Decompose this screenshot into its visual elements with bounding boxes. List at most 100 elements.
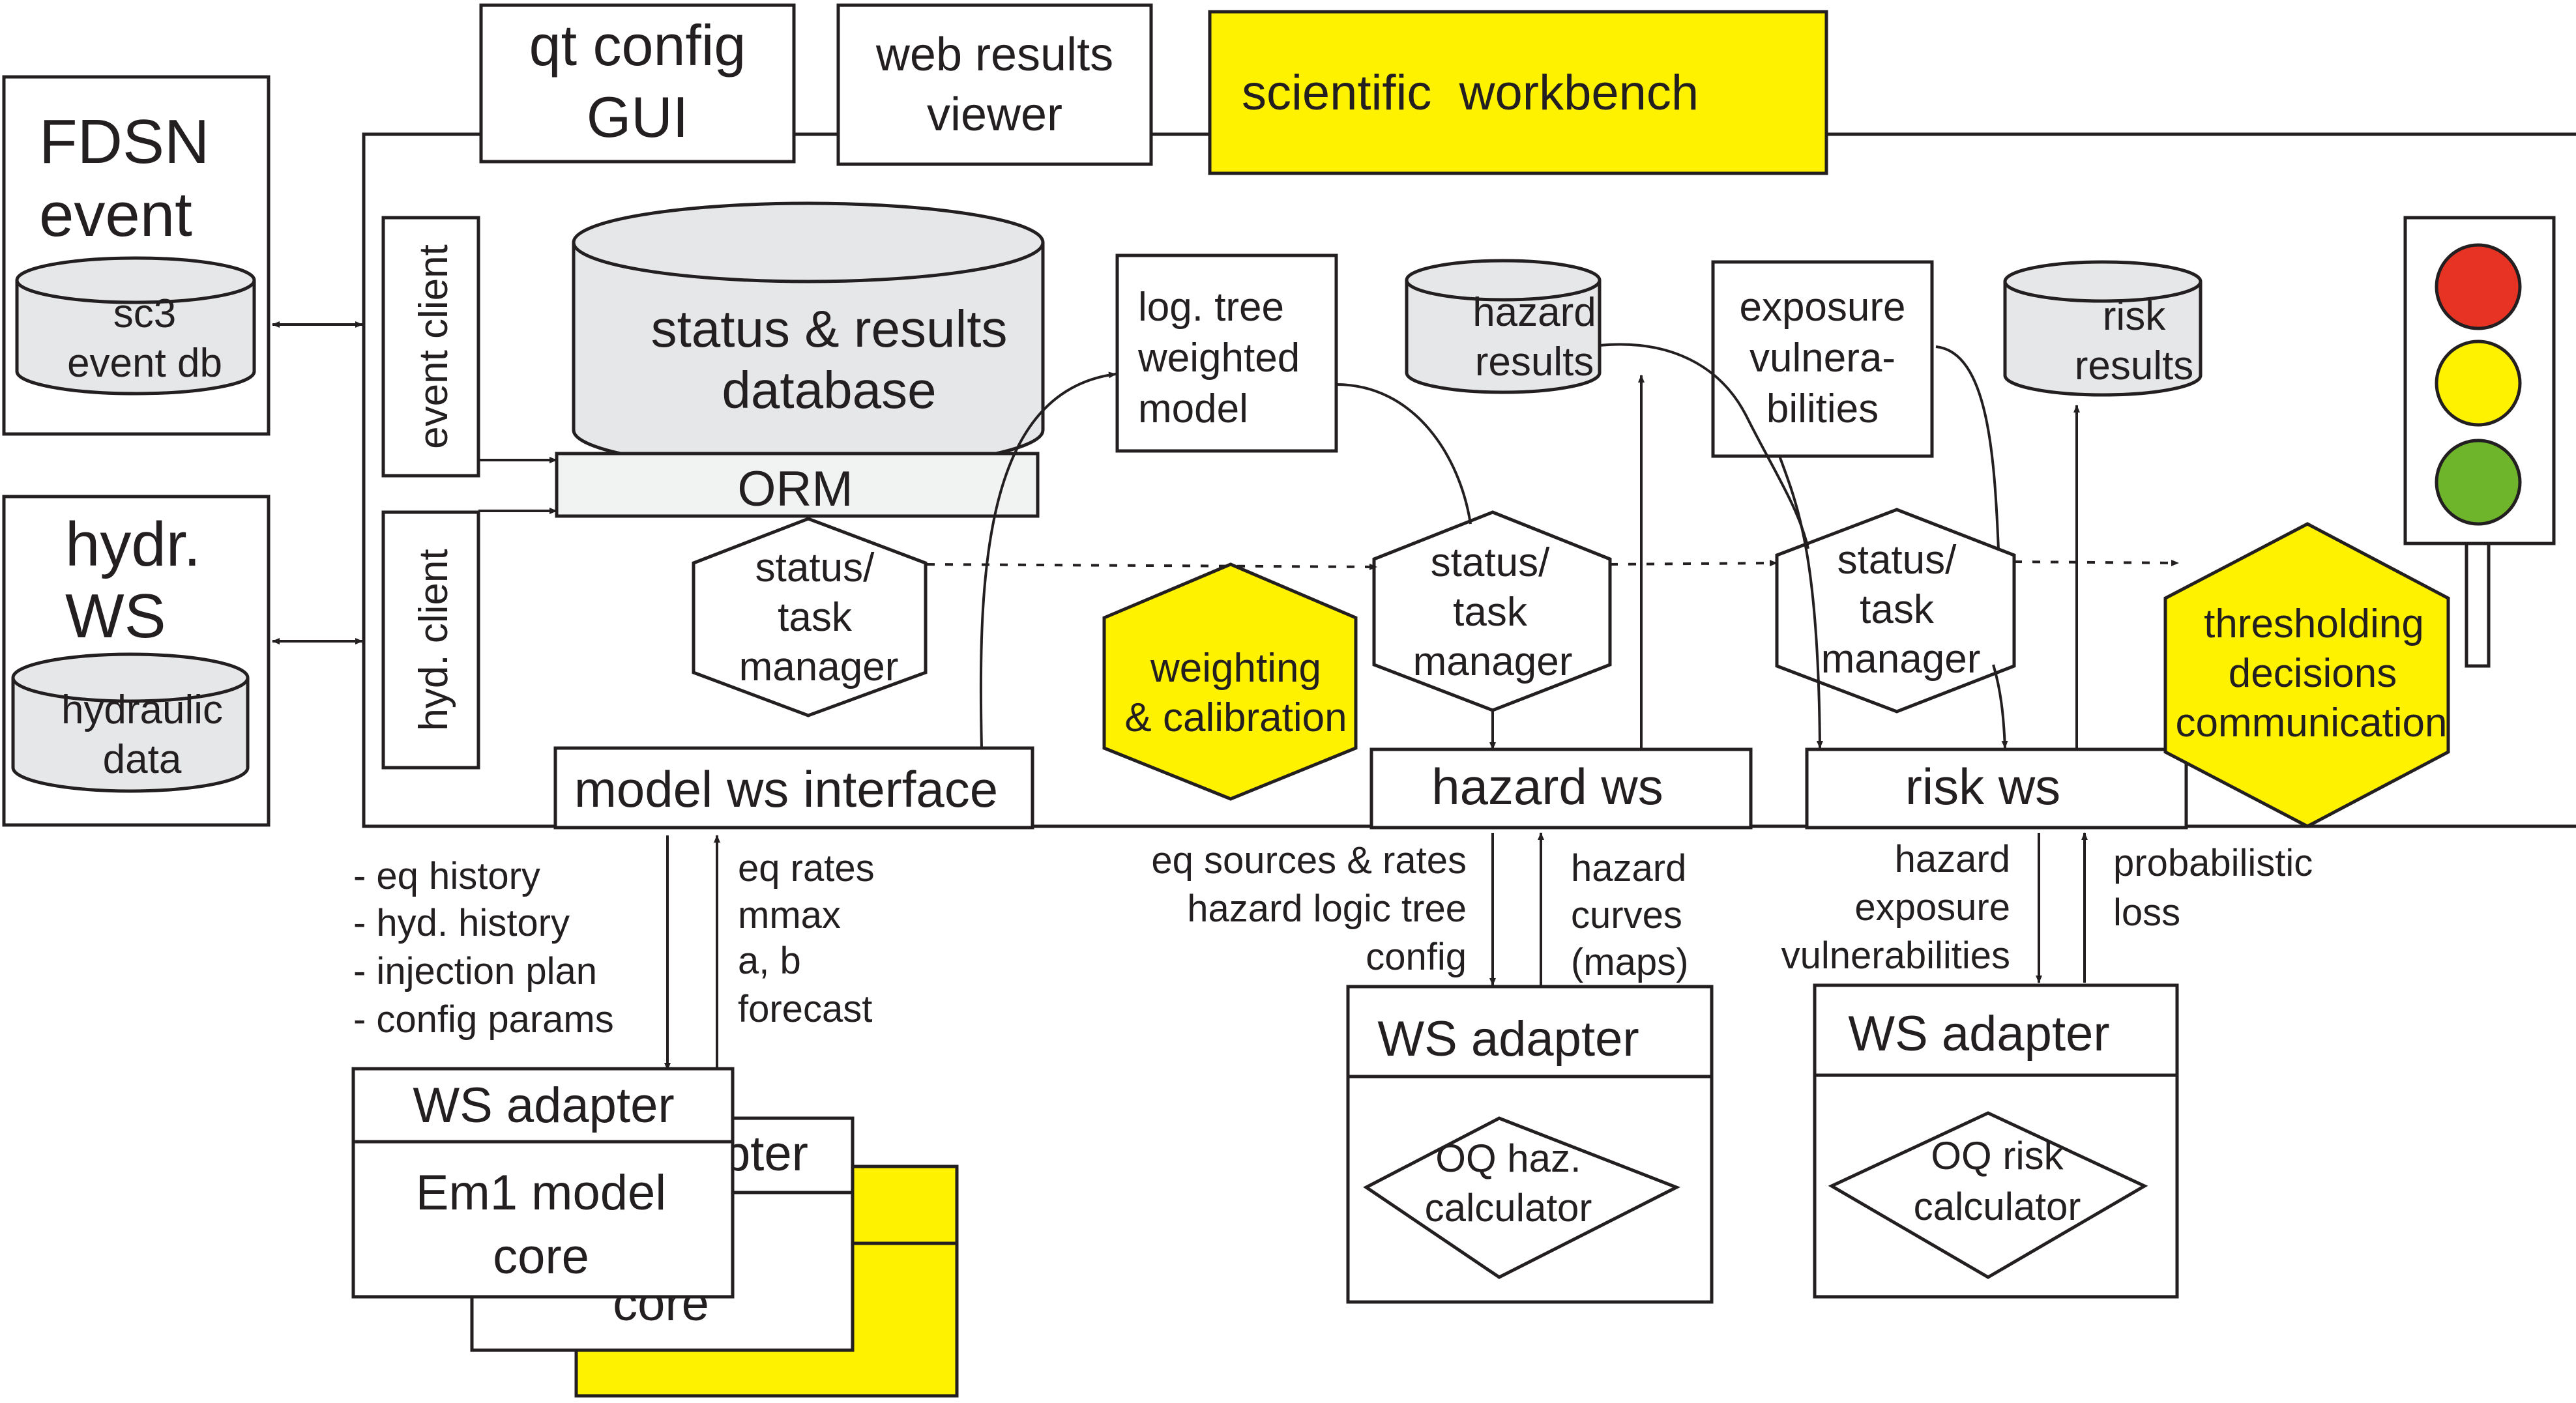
em1-core-label-2: core (493, 1229, 589, 1284)
scientific-workbench-box: scientific workbench (1208, 10, 1828, 175)
hazard-results-label-2: results (1475, 340, 1594, 384)
hazard-out-item-2: hazard logic tree (1187, 888, 1467, 930)
hazard-input-list: hazard curves (maps) (1571, 847, 1688, 983)
oq-haz-label-1: OQ haz. (1435, 1136, 1581, 1180)
ws-adapter-hazard: WS adapter OQ haz. calculator (1346, 985, 1714, 1304)
risk-in-item-2: loss (2113, 891, 2180, 934)
hazard-in-item-3: (maps) (1571, 941, 1688, 983)
hazard-out-item-1: eq sources & rates (1151, 839, 1467, 882)
log-tree-weighted-model-box: log. tree weighted model (1115, 253, 1338, 453)
ws-adapter-em1: WS adapter Em1 model core (351, 1067, 735, 1299)
hazard-results-label-1: hazard (1472, 290, 1596, 335)
hydws-label-1: hydr. (65, 510, 201, 579)
status-task-manager-2: status/ task manager (1372, 510, 1612, 712)
weighting-calibration-hexagon: weighting & calibration (1102, 562, 1358, 801)
risk-results-label-2: results (2075, 343, 2194, 388)
exposure-vulnerabilities-box: exposure vulnera- bilities (1711, 260, 1934, 458)
oq-risk-calculator-diamond: OQ risk calculator (1828, 1111, 2148, 1279)
model-in-item-3: a, b (738, 940, 801, 982)
hazard-ws-label: hazard ws (1431, 758, 1663, 815)
logtree-label-1: log. tree (1138, 285, 1284, 330)
oq-haz-label-2: calculator (1425, 1186, 1592, 1230)
hydraulic-db-label-1: hydraulic (61, 687, 223, 732)
orm-box: ORM (555, 452, 1040, 518)
traffic-green-light (2435, 439, 2522, 526)
risk-in-item-1: probabilistic (2113, 842, 2313, 884)
fdsn-label-2: event (39, 180, 192, 250)
status-task-manager-1: status/ task manager (692, 517, 928, 717)
hazard-results-cylinder: hazard results (1405, 259, 1602, 394)
thresholding-label-1: thresholding (2204, 601, 2424, 646)
task-manager-3-label-3: manager (1821, 637, 1981, 682)
qt-config-gui-box: qt config GUI (479, 3, 796, 164)
em1-core-label-1: Em1 model (416, 1165, 666, 1221)
hazard-in-item-1: hazard (1571, 847, 1686, 890)
hazard-out-item-3: config (1366, 936, 1467, 978)
status-results-database: status & results database (572, 201, 1045, 471)
web-results-viewer-box: web results viewer (836, 3, 1153, 166)
internal-connectors (1336, 343, 2080, 750)
task-manager-2-label-3: manager (1413, 639, 1573, 684)
oq-risk-label-2: calculator (1914, 1185, 2081, 1228)
traffic-light (2403, 216, 2556, 668)
oq-risk-label-1: OQ risk (1931, 1134, 2064, 1178)
hazard-ws-box: hazard ws (1369, 747, 1753, 830)
web-viewer-label-1: web results (875, 29, 1113, 81)
logtree-label-2: weighted (1137, 336, 1300, 381)
traffic-red-light (2435, 243, 2522, 330)
task-manager-3-label-1: status/ (1837, 538, 1957, 583)
logtree-label-3: model (1138, 386, 1248, 431)
sc3-db-label-2: event db (67, 341, 222, 386)
task-manager-1-label-3: manager (739, 644, 899, 689)
hazard-adapter-title: WS adapter (1377, 1011, 1639, 1067)
oq-hazard-calculator-diamond: OQ haz. calculator (1363, 1116, 1681, 1279)
model-out-item-2: - hyd. history (353, 902, 570, 944)
task-manager-3-label-2: task (1860, 587, 1935, 632)
workbench-label: scientific workbench (1242, 65, 1699, 121)
hydraulic-db-label-2: data (103, 737, 182, 782)
risk-out-item-3: vulnerabilities (1781, 934, 2010, 977)
hazard-flow-arrows (1489, 832, 1544, 986)
task-manager-1-label-1: status/ (755, 545, 875, 590)
model-in-item-1: eq rates (738, 847, 875, 890)
model-ws-to-logtree-arrow (979, 371, 1117, 749)
qt-gui-label-2: GUI (587, 85, 688, 149)
model-out-item-1: - eq history (353, 855, 540, 897)
model-flow-arrows (664, 835, 720, 1071)
model-output-list: - eq history - hyd. history - injection … (353, 855, 614, 1041)
risk-results-label-1: risk (2103, 294, 2166, 339)
fdsn-label-1: FDSN (39, 107, 209, 177)
model-in-item-2: mmax (738, 894, 841, 936)
thresholding-label-2: decisions (2229, 651, 2397, 696)
risk-flow-arrows (2036, 832, 2088, 983)
risk-ws-box: risk ws (1805, 747, 2188, 830)
manager-chain-dashed-arrows (926, 559, 2179, 570)
model-ws-label: model ws interface (574, 760, 998, 818)
middle-adapter-title-fragment: pter (723, 1126, 808, 1181)
thresholding-label-3: communication (2176, 701, 2448, 745)
ws-adapter-risk: WS adapter OQ risk calculator (1813, 983, 2179, 1299)
status-db-label-1: status & results (651, 300, 1008, 358)
weighting-label-2: & calibration (1124, 695, 1347, 740)
exposure-label-1: exposure (1739, 285, 1905, 330)
sc3-event-db-cylinder: sc3 event db (15, 256, 256, 396)
task-manager-2-label-1: status/ (1431, 540, 1550, 585)
orm-label: ORM (737, 461, 853, 517)
hydraulic-data-cylinder: hydraulic data (11, 652, 250, 793)
hyd-client-label: hyd. client (411, 549, 456, 730)
weighting-label-1: weighting (1150, 646, 1321, 691)
model-in-item-4: forecast (738, 988, 872, 1030)
risk-ws-label: risk ws (1905, 758, 2060, 815)
exposure-label-2: vulnera- (1749, 336, 1895, 381)
em1-adapter-title: WS adapter (413, 1078, 674, 1133)
task-manager-1-label-2: task (778, 595, 853, 640)
model-out-item-4: - config params (353, 998, 614, 1041)
risk-out-item-2: exposure (1854, 886, 2010, 929)
main-system-frame (362, 132, 2576, 828)
hazard-output-list: eq sources & rates hazard logic tree con… (1151, 839, 1467, 978)
web-viewer-label-2: viewer (927, 89, 1062, 141)
risk-out-item-1: hazard (1895, 838, 2010, 880)
fdsn-event-box: FDSN event sc3 event db (2, 75, 271, 436)
